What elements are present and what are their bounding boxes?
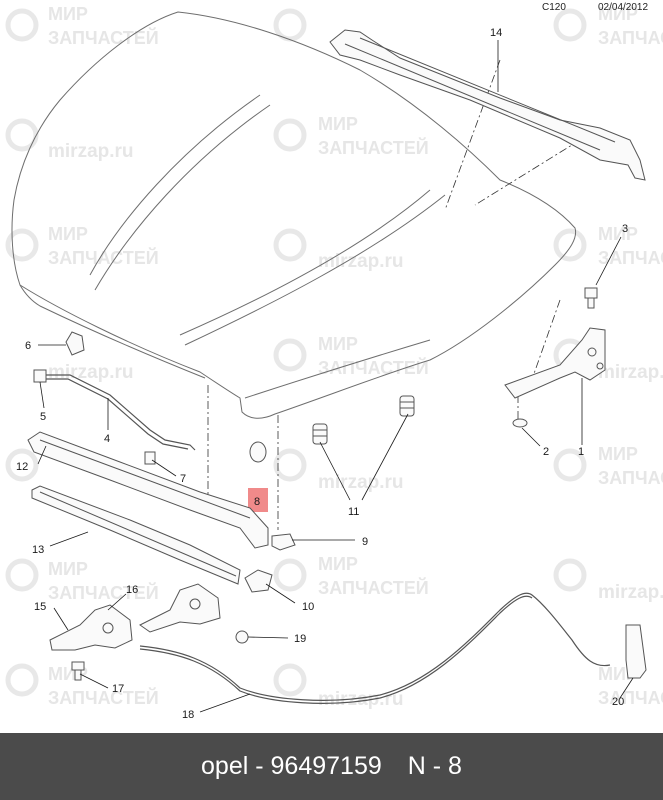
callout-3: 3 (622, 223, 628, 235)
watermark-line1: МИР (48, 224, 88, 244)
bolt-part-3 (584, 287, 598, 309)
callout-13: 13 (32, 544, 44, 556)
callout-4: 4 (104, 433, 110, 445)
footer-part-line: opel - 96497159 (201, 752, 382, 781)
latch-part-16 (139, 583, 221, 633)
watermark-line2: ЗАПЧАСТЕЙ (48, 247, 159, 268)
watermark-url: mirzap.ru (598, 582, 663, 603)
callout-18: 18 (182, 709, 194, 721)
callout-6: 6 (25, 340, 31, 352)
watermark-url: mirzap.ru (318, 472, 404, 493)
callout-2: 2 (543, 446, 549, 458)
trim-strip-part-13 (31, 485, 241, 585)
callout-1: 1 (578, 446, 584, 458)
rod-holder-part-7 (144, 451, 156, 465)
watermark-line2: ЗАПЧАСТЕЙ (318, 137, 429, 158)
callout-11: 11 (348, 506, 359, 518)
watermark-line1: МИР (598, 4, 638, 24)
callout-17: 17 (112, 683, 124, 695)
dashed-leader-lines (207, 59, 581, 530)
diagram-code: C120 (542, 2, 566, 13)
watermark-line1: МИР (318, 554, 358, 574)
release-handle-part-20 (625, 624, 647, 679)
diagram-position: N - 8 (407, 752, 462, 780)
watermark-line1: МИР (318, 334, 358, 354)
bumper-part-11 (312, 395, 415, 445)
callout-15: 15 (34, 601, 46, 613)
watermark-line2: ЗАПЧАСТЕЙ (598, 467, 663, 488)
callout-12: 12 (16, 461, 28, 473)
exploded-parts-diagram: МИР ЗАПЧАСТЕЙ МИР ЗАПЧАСТЕЙ mirzap.ru МИ… (5, 2, 663, 721)
callout-10: 10 (302, 601, 314, 613)
part-number: 96497159 (270, 752, 382, 780)
screw-part-17 (71, 661, 85, 681)
callout-7: 7 (180, 473, 186, 485)
rod-clip-part-5 (33, 369, 47, 383)
watermark-line2: ЗАПЧАСТЕЙ (598, 27, 663, 48)
brand-label: opel (201, 752, 249, 780)
callout-16: 16 (126, 584, 138, 596)
clip-part-9 (271, 533, 296, 551)
diagram-date: 02/04/2012 (598, 2, 648, 13)
callout-leaders (37, 40, 634, 713)
latch-part-15 (49, 604, 133, 651)
seal-strip-part-12 (27, 431, 269, 549)
highlight-box (248, 488, 268, 512)
plug-part-8 (248, 441, 268, 512)
watermark-url: mirzap.ru (48, 362, 134, 383)
watermark-text: МИР ЗАПЧАСТЕЙ МИР ЗАПЧАСТЕЙ mirzap.ru МИ… (48, 4, 663, 710)
callout-14: 14 (490, 27, 502, 39)
watermark-line2: ЗАПЧАСТЕЙ (318, 357, 429, 378)
prop-rod-part-4 (40, 374, 196, 451)
watermark-layer: МИР ЗАПЧАСТЕЙ МИР ЗАПЧАСТЕЙ mirzap.ru МИ… (5, 4, 663, 710)
clip-part-10 (244, 569, 273, 593)
callout-5: 5 (40, 411, 46, 423)
watermark-line2: ЗАПЧАСТЕЙ (48, 582, 159, 603)
watermark-line1: МИР (48, 4, 88, 24)
grommet-part-19 (235, 630, 249, 644)
hood-hinge-part-1 (504, 327, 606, 399)
nut-part-2 (512, 418, 528, 428)
callout-8: 8 (254, 496, 260, 508)
watermark-line2: ЗАПЧАСТЕЙ (318, 577, 429, 598)
watermark-url: mirzap.ru (598, 362, 663, 383)
watermark-line1: МИР (598, 224, 638, 244)
callout-labels: 1 2 3 4 5 6 7 8 9 10 11 12 13 14 15 16 1… (16, 27, 628, 721)
watermark-line2: ЗАПЧАСТЕЙ (48, 687, 159, 708)
hood-panel (11, 11, 577, 419)
watermark-url: mirzap.ru (318, 251, 404, 272)
release-cable-part-18 (139, 592, 611, 704)
watermark-url: mirzap.ru (48, 141, 134, 162)
watermark-line1: МИР (48, 559, 88, 579)
watermark-line2: ЗАПЧАСТЕЙ (598, 247, 663, 268)
watermark-line2: ЗАПЧАСТЕЙ (48, 27, 159, 48)
separator: - (255, 752, 264, 780)
watermark-line1: МИР (598, 444, 638, 464)
callout-9: 9 (362, 536, 368, 548)
part-info-footer: opel - 96497159 N - 8 (0, 733, 663, 800)
watermark-line1: МИР (318, 114, 358, 134)
watermark-line2: ЗАПЧАСТЕЙ (598, 687, 663, 708)
callout-19: 19 (294, 633, 306, 645)
bracket-part-6 (65, 331, 85, 356)
callout-20: 20 (612, 696, 624, 708)
front-panel-part-14 (329, 29, 646, 181)
